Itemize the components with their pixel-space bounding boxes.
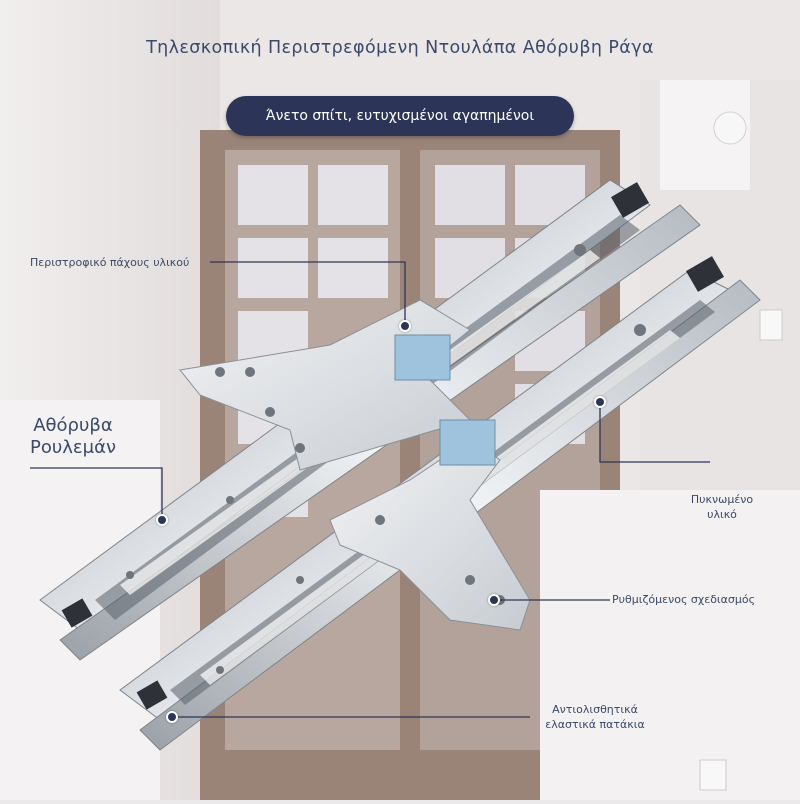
callout-leaders (30, 261, 710, 718)
callout-dense-line1: Πυκνωμένο (690, 493, 754, 506)
blue-pad-1 (394, 334, 451, 381)
blue-pad-2 (439, 419, 496, 466)
callout-dot-anti-slip (166, 711, 178, 723)
callout-thickness: Περιστροφικό πάχους υλικού (30, 256, 190, 269)
leader-dense (599, 402, 710, 463)
drawer-rail-1 (39, 179, 701, 661)
drawer-rail-2 (119, 256, 761, 751)
leader-thickness (210, 261, 406, 326)
callout-bearings: Αθόρυβα Ρουλεμάν (18, 415, 128, 459)
callout-bearings-line1: Αθόρυβα (33, 415, 113, 436)
callout-anti-slip-line1: Αντιολισθητικά (552, 703, 638, 716)
callout-dot-thickness (399, 320, 411, 332)
callout-dot-adjustable (488, 594, 500, 606)
callout-bearings-line2: Ρουλεμάν (29, 437, 117, 458)
power-socket-lower (699, 759, 727, 791)
callout-adjustable: Ρυθμιζόμενος σχεδιασμός (612, 593, 756, 606)
callout-anti-slip: Αντιολισθητικά ελαστικά πατάκια (540, 702, 650, 732)
callout-dot-bearings (156, 514, 168, 526)
cabinet-right (540, 490, 800, 800)
slogan-banner: Άνετο σπίτι, ευτυχισμένοι αγαπημένοι (226, 96, 574, 136)
page-title: Τηλεσκοπική Περιστρεφόμενη Ντουλάπα Αθόρ… (146, 38, 654, 58)
leader-bearings (30, 467, 163, 520)
callout-dot-dense (594, 396, 606, 408)
power-socket-upper (759, 309, 783, 341)
callout-dense: Πυκνωμένο υλικό (672, 492, 772, 522)
callout-anti-slip-line2: ελαστικά πατάκια (545, 718, 645, 731)
callout-dense-line2: υλικό (707, 508, 737, 521)
wall-lamp (713, 111, 747, 145)
